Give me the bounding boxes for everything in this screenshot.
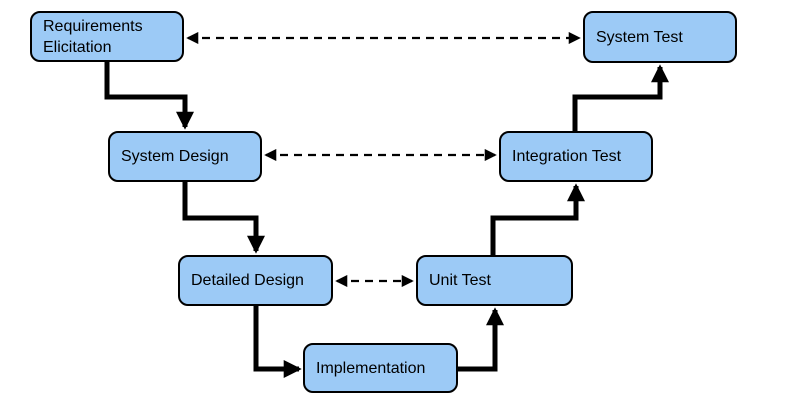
arrow-unit-test-to-integration-test xyxy=(490,183,585,255)
node-detailed-design: Detailed Design xyxy=(178,255,333,306)
node-label: Integration Test xyxy=(512,148,622,165)
node-label: Unit Test xyxy=(429,272,491,289)
node-system-design: System Design xyxy=(108,131,262,182)
node-label: Implementation xyxy=(316,359,426,377)
node-unit-test: Unit Test xyxy=(416,255,573,306)
node-label: System Test xyxy=(596,28,683,46)
node-requirements-elicitation: Requirements Elicitation xyxy=(30,11,184,62)
node-label: System Design xyxy=(121,148,229,165)
arrow-requirements-to-system-design xyxy=(104,62,194,130)
node-label: Detailed Design xyxy=(191,272,304,289)
arrow-detailed-design-to-implementation xyxy=(253,306,302,378)
node-system-test: System Test xyxy=(583,11,737,63)
node-integration-test: Integration Test xyxy=(499,131,653,182)
arrow-system-design-to-detailed-design xyxy=(182,182,265,254)
node-implementation: Implementation xyxy=(303,343,458,393)
node-label: Requirements Elicitation xyxy=(43,17,143,56)
arrow-integration-test-to-system-test xyxy=(572,64,669,131)
arrow-implementation-to-unit-test xyxy=(458,307,504,372)
